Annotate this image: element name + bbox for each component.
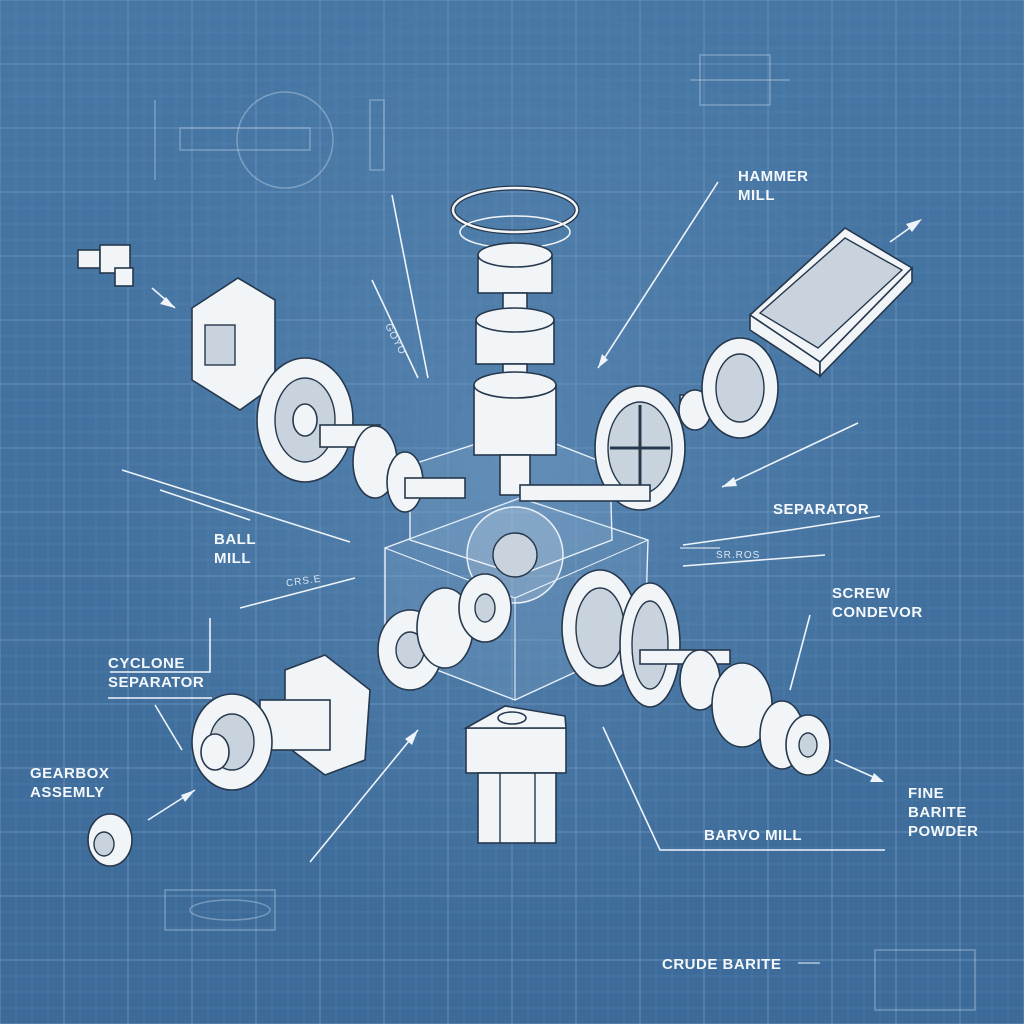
screw-conveyor-train bbox=[561, 569, 831, 776]
gearbox-assembly-part bbox=[191, 654, 371, 791]
label-screw-conveyor: SCREW CONDEVOR bbox=[832, 585, 923, 621]
ball-mill-drum-left bbox=[191, 277, 466, 513]
vertical-gear-stack bbox=[450, 185, 580, 496]
small-gear-bottom-left bbox=[87, 813, 133, 867]
callout-lines bbox=[108, 181, 922, 964]
ghost-sketch-bottom bbox=[164, 889, 976, 1011]
label-cyclone-separator: CYCLONE SEPARATOR bbox=[108, 655, 205, 691]
label-hammer-mill: HAMMER MILL bbox=[738, 168, 809, 204]
hammer-mill-wheel-right bbox=[519, 337, 779, 511]
label-barvo-mill: BARVO MILL bbox=[704, 827, 803, 844]
label-gearbox-assembly: GEARBOX ASSEMLY bbox=[30, 765, 110, 801]
label-crude-barite: CRUDE BARITE bbox=[662, 956, 782, 973]
left-gear-pair bbox=[377, 573, 512, 691]
small-note-2: SR.ROS bbox=[716, 550, 761, 561]
ghost-sketch-top-left bbox=[154, 91, 385, 189]
small-bracket-top-left bbox=[77, 244, 134, 287]
label-ball-mill: BALL MILL bbox=[214, 531, 256, 567]
label-fine-barite-powder: FINE BARITE POWDER bbox=[908, 785, 979, 840]
label-separator: SEPARATOR bbox=[773, 501, 870, 518]
separator-screen-mesh bbox=[748, 227, 914, 378]
ghost-sketch-top-right bbox=[690, 54, 790, 106]
drive-motor-bottom bbox=[462, 705, 567, 844]
